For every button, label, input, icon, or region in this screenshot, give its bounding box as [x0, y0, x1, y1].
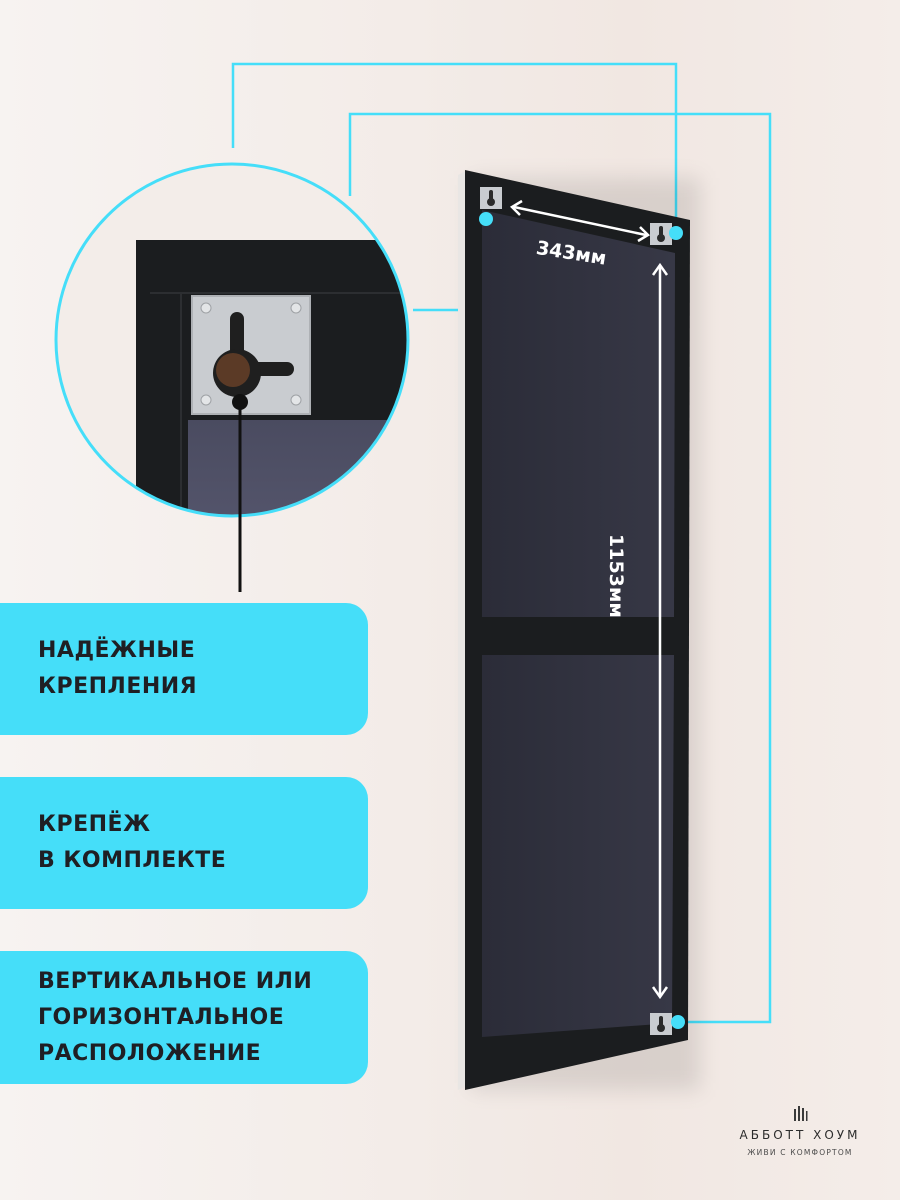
bracket-icon [650, 1013, 672, 1035]
feature-text-line: ВЕРТИКАЛЬНОЕ ИЛИ [38, 968, 313, 994]
double-arrow-icon [509, 199, 651, 243]
callout-dot [479, 212, 493, 226]
mirror-glass-top [482, 210, 675, 617]
bracket-icon [480, 187, 502, 209]
mirror [458, 170, 690, 1090]
callout-line-inner [348, 112, 772, 1024]
feature-text-line: КРЕПЛЕНИЯ [38, 674, 198, 699]
brand-slogan: ЖИВИ С КОМФОРТОМ [747, 1148, 853, 1157]
zoom-circle-border [54, 162, 410, 518]
callout-dot [669, 226, 683, 240]
callout-dot [671, 1015, 685, 1029]
feature-text-line: НАДЁЖНЫЕ [38, 638, 196, 663]
brand-logo: АББОТТ ХОУМ ЖИВИ С КОМФОРТОМ [730, 1104, 870, 1157]
feature-panel-mounting: НАДЁЖНЫЕ КРЕПЛЕНИЯ [0, 603, 368, 735]
building-logo-icon [794, 1106, 808, 1121]
feature-panel-orientation: ВЕРТИКАЛЬНОЕ ИЛИ ГОРИЗОНТАЛЬНОЕ РАСПОЛОЖ… [0, 951, 368, 1084]
brand-name: АББОТТ ХОУМ [739, 1128, 861, 1142]
feature-panel-kit: КРЕПЁЖ В КОМПЛЕКТЕ [0, 777, 368, 909]
height-dimension-label: 1153мм [605, 534, 627, 618]
double-arrow-icon [651, 262, 669, 1000]
mirror-glass-bottom [482, 655, 674, 1037]
feature-text-line: ГОРИЗОНТАЛЬНОЕ [38, 1004, 285, 1030]
callout-line-outer [231, 62, 678, 232]
feature-text-line: РАСПОЛОЖЕНИЕ [38, 1040, 262, 1066]
feature-text-line: В КОМПЛЕКТЕ [38, 848, 227, 873]
feature-text-line: КРЕПЁЖ [38, 812, 151, 837]
bracket-icon [650, 223, 672, 245]
